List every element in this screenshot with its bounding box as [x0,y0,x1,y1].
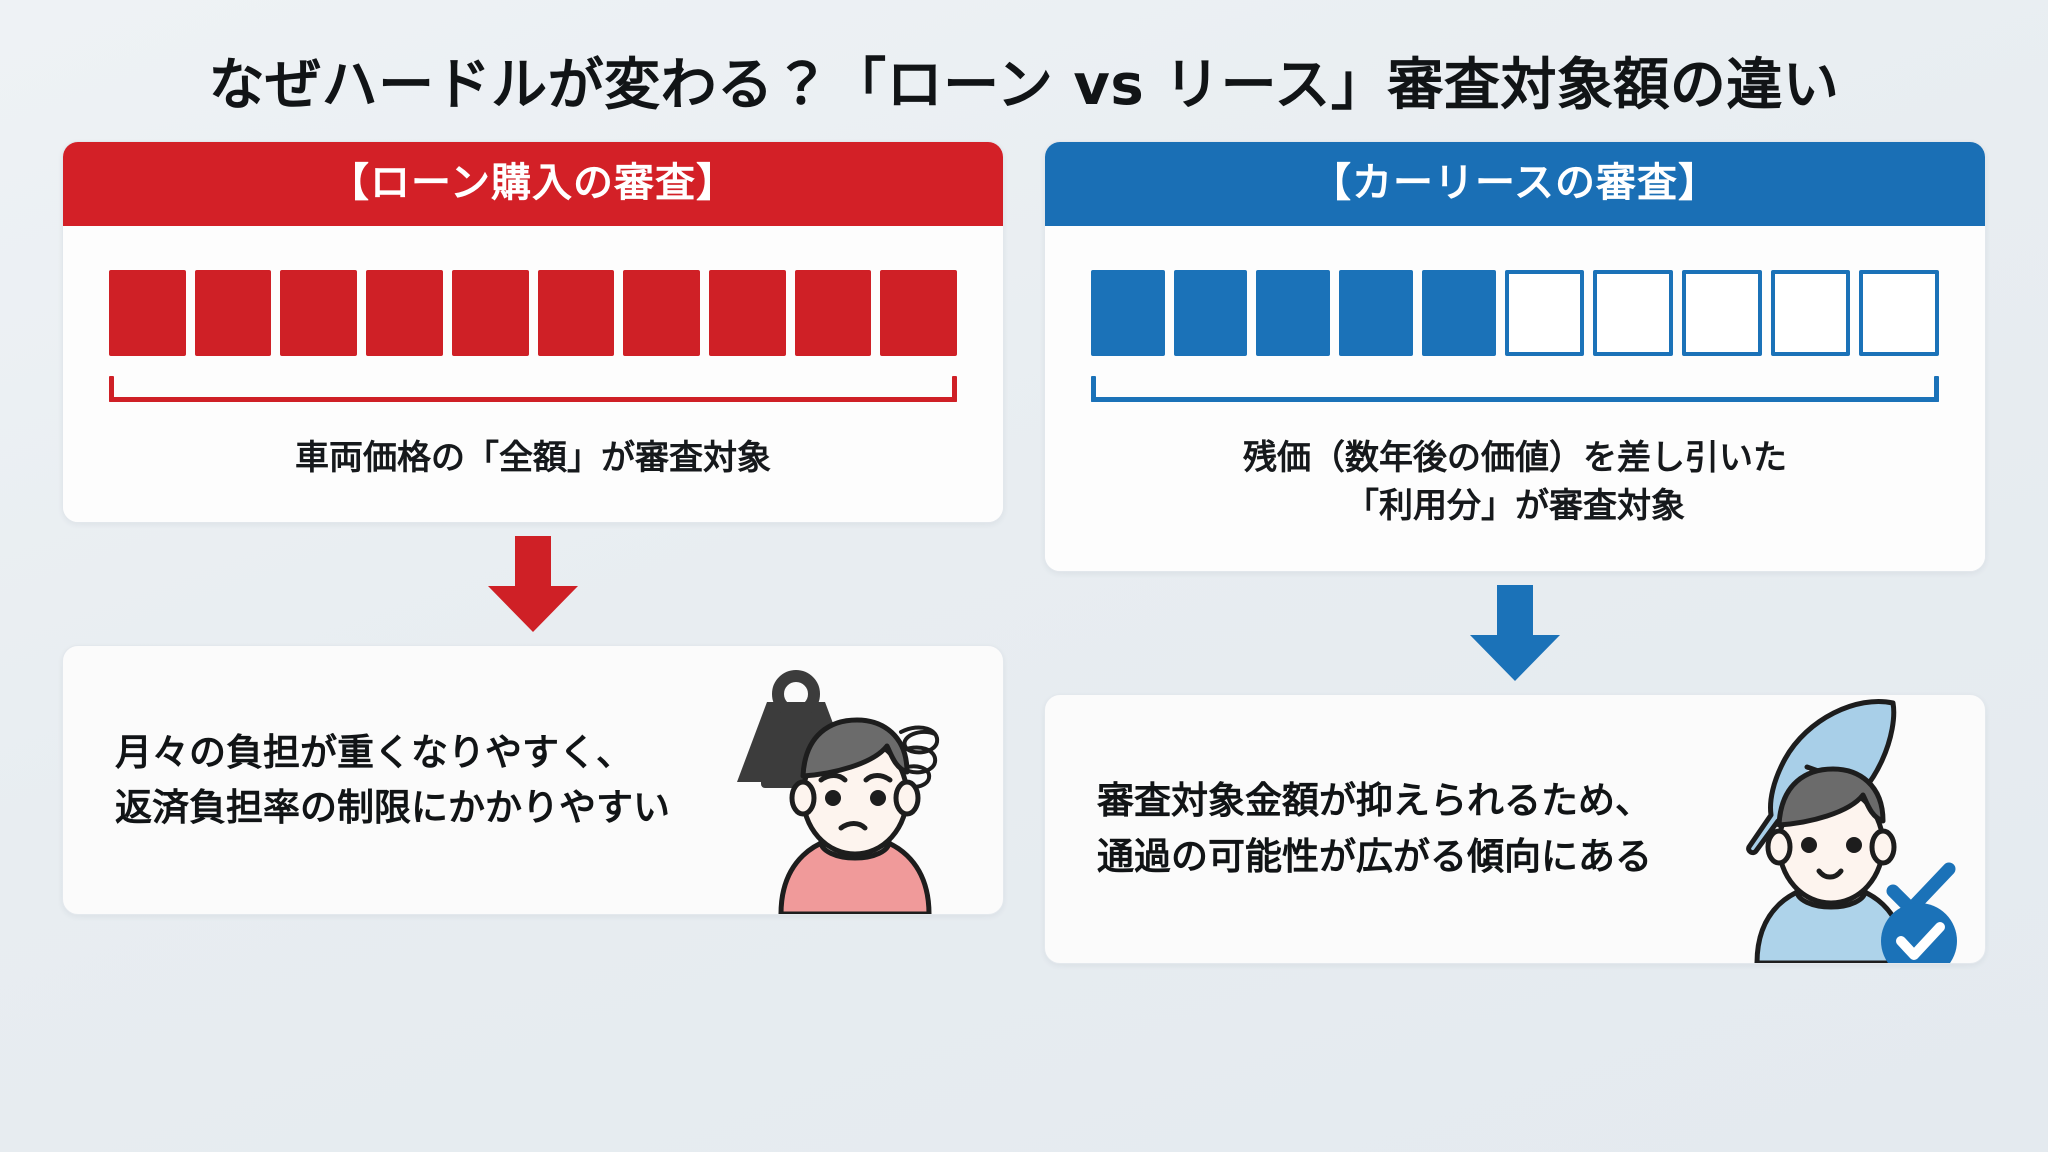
lease-result-card: 審査対象金額が抑えられるため、 通過の可能性が広がる傾向にある [1044,693,1986,964]
bracket-bar [109,397,957,403]
segment-filled [366,270,443,357]
segment-filled [194,270,272,357]
loan-measure-bracket [109,376,957,403]
lease-result-line-1: 審査対象金額が抑えられるため、 [1097,779,1652,823]
lease-card-header: 【カーリースの審査】 [1045,142,1985,227]
loan-arrow-wrap [62,523,1004,645]
loan-segment-bar [109,270,958,357]
segment-empty [1504,270,1585,357]
lease-segment-bar [1091,270,1940,357]
lease-caption-line-1: 残価（数年後の価値）を差し引いた [1243,438,1787,479]
lease-illustration [1657,695,1977,963]
segment-filled [880,270,958,357]
check-circle-icon [1881,862,1957,963]
segment-empty [1593,270,1673,357]
column-loan: 【ローン購入の審査】 [62,141,1004,964]
bracket-bar [1091,397,1939,403]
lease-result-text: 審査対象金額が抑えられるため、 通過の可能性が広がる傾向にある [1097,773,1652,884]
bracket-cap-left [109,376,114,403]
lease-result-line-2: 通過の可能性が広がる傾向にある [1097,834,1652,878]
loan-result-line-1: 月々の負担が重くなりやすく、 [115,730,633,774]
loan-caption: 車両価格の「全額」が審査対象 [109,434,957,482]
segment-filled [794,270,872,357]
feather-icon [1746,698,1897,855]
bracket-cap-right [952,376,957,403]
arrow-down-icon [488,536,578,633]
segment-filled [537,270,615,357]
loan-result-card: 月々の負担が重くなりやすく、 返済負担率の制限にかかりやすい [62,645,1004,916]
segment-filled [1256,270,1331,357]
loan-card-header: 【ローン購入の審査】 [63,142,1003,227]
loan-illustration [675,646,995,915]
segment-filled [1173,270,1248,357]
title-text: なぜハードルが変わる？「ローン vs リース」審査対象額の違い [208,53,1840,118]
lease-card: 【カーリースの審査】 [1044,141,1986,572]
loan-illustration-svg [737,670,940,915]
segment-filled [280,270,358,357]
lease-caption: 残価（数年後の価値）を差し引いた 「利用分」が審査対象 [1091,434,1939,531]
weight-icon [737,670,855,789]
lease-illustration-svg [1746,698,1957,963]
smiling-person-icon [1754,766,1908,963]
bracket-cap-left [1091,376,1096,403]
loan-card: 【ローン購入の審査】 [62,141,1004,524]
lease-card-header-label: 【カーリースの審査】 [1311,160,1719,207]
segment-empty [1681,270,1762,357]
column-lease: 【カーリースの審査】 [1044,141,1986,964]
lease-arrow-wrap [1044,572,1986,694]
lease-caption-line-2: 「利用分」が審査対象 [1345,486,1685,527]
segment-filled [708,270,786,357]
lease-measure-bracket [1091,376,1939,403]
loan-caption-line-1: 車両価格の「全額」が審査対象 [295,438,771,479]
segment-empty [1770,270,1851,357]
segment-empty [1859,270,1940,357]
dizzy-spiral-icon [897,726,940,790]
worried-person-icon [778,717,932,915]
segment-filled [1421,270,1496,357]
segment-filled [1091,270,1165,357]
loan-card-body: 車両価格の「全額」が審査対象 [63,226,1003,523]
segment-filled [1339,270,1413,357]
loan-result-line-2: 返済負担率の制限にかかりやすい [115,786,670,830]
loan-card-header-label: 【ローン購入の審査】 [329,160,737,207]
lease-card-body: 残価（数年後の価値）を差し引いた 「利用分」が審査対象 [1045,226,1985,571]
arrow-down-icon [1470,584,1560,681]
bracket-cap-right [1934,376,1939,403]
page-title: なぜハードルが変わる？「ローン vs リース」審査対象額の違い [34,0,2014,141]
segment-filled [109,270,186,357]
comparison-columns: 【ローン購入の審査】 [34,141,2014,964]
segment-filled [623,270,700,357]
segment-filled [451,270,529,357]
loan-result-text: 月々の負担が重くなりやすく、 返済負担率の制限にかかりやすい [115,725,670,836]
